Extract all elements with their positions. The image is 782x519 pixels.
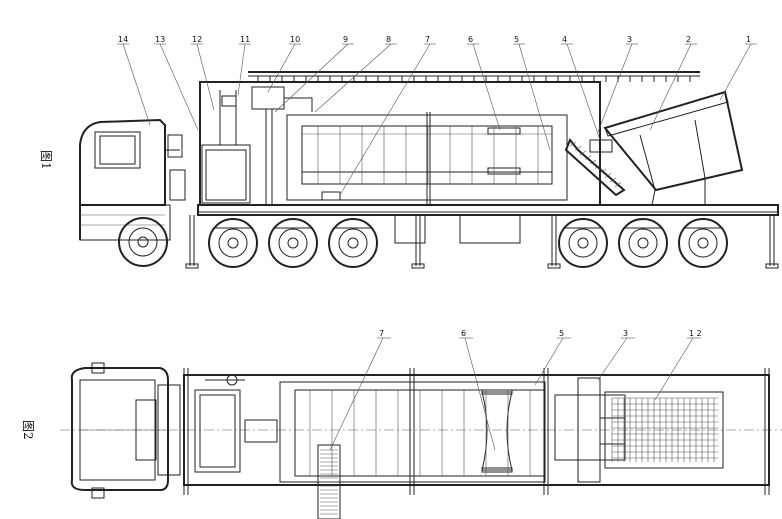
figure-1-label: 图1 bbox=[39, 150, 53, 170]
callout-label: 3 bbox=[623, 329, 628, 338]
hopper-and-screen bbox=[564, 90, 744, 206]
callout-label: 8 bbox=[386, 35, 391, 44]
callout-label: 7 bbox=[425, 35, 430, 44]
callout-label: 9 bbox=[343, 35, 348, 44]
main-housing bbox=[199, 81, 601, 206]
figure-1-callouts: 14 13 12 11 10 9 8 7 6 5 4 3 2 1 bbox=[117, 35, 757, 196]
callout-label: 11 bbox=[240, 35, 250, 44]
callout-label: 1 bbox=[746, 35, 751, 44]
callout-label: 13 bbox=[155, 35, 165, 44]
callout-label: 2 bbox=[686, 35, 691, 44]
figure-2-callouts: 7 6 5 3 1 2 bbox=[329, 329, 702, 451]
trailer-plan bbox=[60, 368, 782, 519]
spray-bar bbox=[248, 71, 700, 82]
truck-cab-plan bbox=[70, 362, 181, 499]
figure-2-label: 图2 bbox=[21, 420, 35, 440]
truck-cab bbox=[79, 118, 186, 241]
callout-label: 6 bbox=[468, 35, 473, 44]
rear-wheels bbox=[208, 218, 728, 268]
callout-label: 1 2 bbox=[689, 329, 702, 338]
callout-label: 5 bbox=[559, 329, 564, 338]
callout-label: 7 bbox=[379, 329, 384, 338]
callout-label: 4 bbox=[562, 35, 567, 44]
callout-label: 6 bbox=[461, 329, 466, 338]
trailer-chassis bbox=[197, 204, 779, 244]
callout-label: 5 bbox=[514, 35, 519, 44]
callout-label: 12 bbox=[192, 35, 202, 44]
callout-label: 14 bbox=[118, 35, 128, 44]
outrigger-legs bbox=[185, 215, 779, 269]
callout-label: 3 bbox=[627, 35, 632, 44]
figure-1-side-view: 图1 bbox=[39, 35, 779, 269]
callout-label: 10 bbox=[290, 35, 300, 44]
cab-wheel bbox=[118, 217, 168, 267]
figure-2-plan-view: 图2 bbox=[21, 329, 782, 519]
